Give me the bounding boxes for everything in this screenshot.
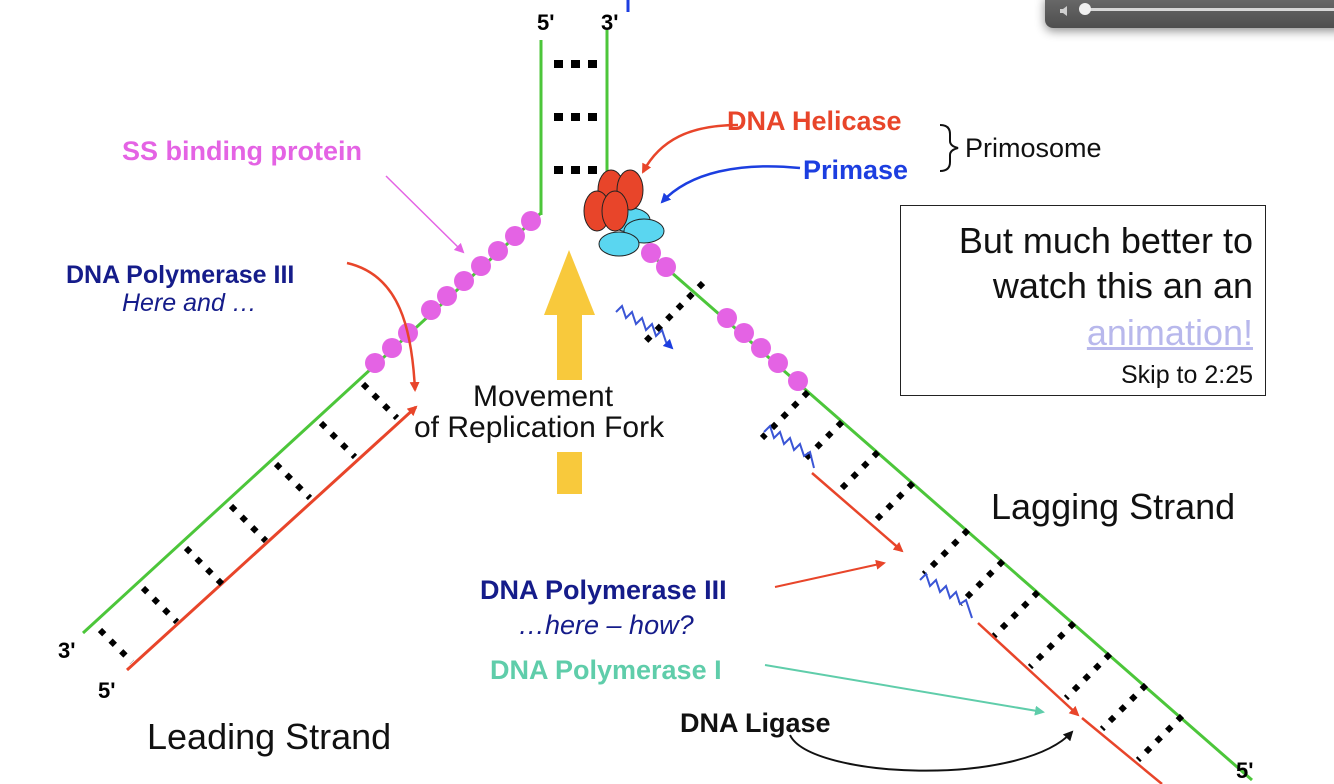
label-pol3-lagging: DNA Polymerase III: [480, 575, 727, 605]
label-leading-strand: Leading Strand: [147, 716, 392, 757]
label-pol3-leading: DNA Polymerase III: [66, 261, 295, 289]
speaker-icon[interactable]: [1059, 4, 1073, 18]
pol3-leading-pointer-arrow: [346, 261, 420, 392]
ligase-pointer-arrow: [789, 730, 1074, 772]
fork-movement-arrow: [544, 250, 595, 494]
video-volume-control[interactable]: [1045, 0, 1334, 28]
pol3-lagging-pointer-arrow: [774, 559, 886, 588]
label-ss-binding-protein: SS binding protein: [122, 136, 362, 166]
label-bottom-left-5prime: 5': [98, 678, 116, 703]
lagging-base-pairs: [639, 280, 1185, 763]
parental-base-pairs: [554, 60, 597, 174]
ssb-proteins-lagging: [641, 243, 808, 391]
ssb-proteins-leading: [365, 211, 541, 373]
label-primase: Primase: [803, 155, 909, 185]
label-bottom-left-3prime: 3': [58, 638, 76, 663]
pol1-pointer-arrow: [764, 664, 1045, 716]
animation-link[interactable]: animation!: [1086, 312, 1253, 353]
leading-new-strand: [125, 405, 418, 672]
okazaki-fragment-1: [811, 472, 904, 553]
label-dna-polymerase-1: DNA Polymerase I: [490, 655, 722, 685]
label-movement: Movement: [473, 380, 614, 413]
label-top-3prime: 3': [601, 10, 619, 35]
label-bottom-right-5prime: 5': [1236, 758, 1254, 783]
note-line-2: watch this an an: [992, 265, 1253, 306]
volume-slider-track[interactable]: [1085, 8, 1334, 11]
volume-slider-knob[interactable]: [1079, 3, 1091, 15]
okazaki-fragment-3: [1081, 717, 1163, 784]
animation-note-box: But much better to watch this an an anim…: [900, 205, 1266, 396]
note-line-3: animation!: [1087, 315, 1253, 351]
note-line-1: But much better to: [958, 220, 1253, 261]
primase-pointer-arrow: [660, 165, 801, 204]
rna-primers: [615, 304, 973, 619]
ssb-pointer-arrow: [385, 175, 465, 254]
note-skip-text: Skip to 2:25: [1120, 361, 1253, 389]
label-lagging-strand: Lagging Strand: [991, 486, 1236, 527]
primosome-brace: [939, 124, 959, 172]
helicase-protein: [583, 169, 644, 232]
label-top-5prime: 5': [537, 10, 555, 35]
label-pol3-lagging-sub: …here – how?: [518, 610, 694, 640]
label-dna-helicase: DNA Helicase: [727, 106, 902, 136]
label-primosome: Primosome: [965, 133, 1102, 163]
label-dna-ligase: DNA Ligase: [680, 708, 831, 738]
label-pol3-leading-sub: Here and …: [122, 289, 257, 317]
helicase-pointer-arrow: [641, 123, 739, 174]
label-replication-fork: of Replication Fork: [414, 411, 665, 444]
okazaki-fragment-2: [977, 622, 1080, 717]
